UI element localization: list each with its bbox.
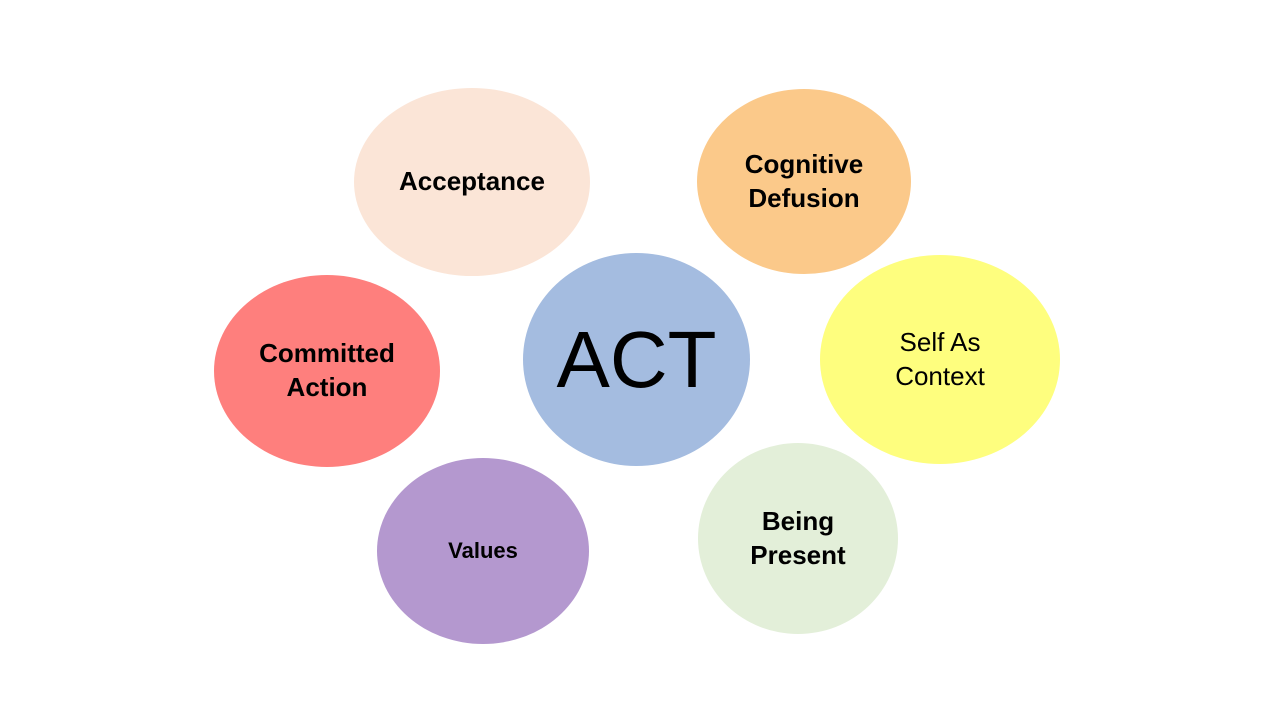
cognitive-defusion-label-line-2: Defusion (748, 182, 860, 213)
committed-action-label-line-1: Committed (259, 338, 395, 369)
acceptance-label: Acceptance (399, 166, 545, 197)
acceptance-bubble: Acceptance (354, 88, 590, 276)
values-bubble: Values (377, 458, 589, 644)
committed-action-bubble: Committed Action (214, 275, 440, 467)
self-as-context-label-line-2: Context (895, 360, 985, 391)
cognitive-defusion-bubble: Cognitive Defusion (697, 89, 911, 274)
being-present-bubble: Being Present (698, 443, 898, 634)
cognitive-defusion-label-line-1: Cognitive (744, 148, 864, 179)
being-present-label-line-2: Present (750, 539, 846, 570)
being-present-label-line-1: Being (761, 505, 835, 536)
values-label: Values (448, 537, 518, 563)
committed-action-label-line-2: Action (286, 372, 368, 402)
self-as-context-label-line-1: Self As (899, 326, 981, 357)
self-as-context-bubble: Self As Context (820, 255, 1060, 464)
act-center-label: ACT (556, 314, 717, 404)
act-center-bubble: ACT (523, 253, 750, 466)
